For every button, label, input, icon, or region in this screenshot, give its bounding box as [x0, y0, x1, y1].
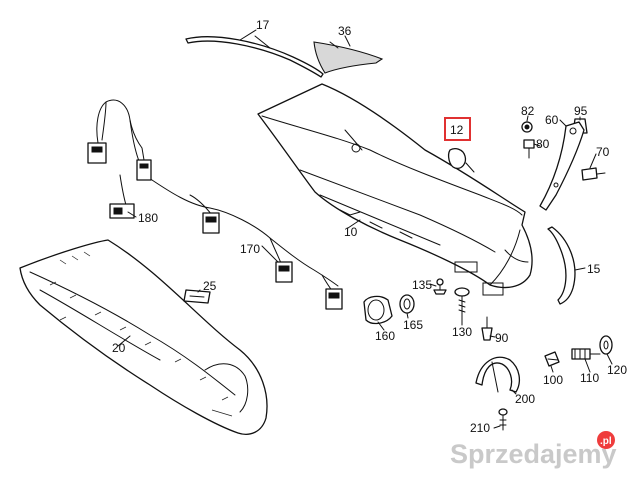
label-200: 200	[515, 392, 535, 406]
label-90: 90	[495, 331, 509, 345]
part-80-bolt	[523, 139, 535, 159]
part-130-screw	[454, 287, 470, 319]
label-15: 15	[587, 262, 601, 276]
part-160-sensor	[363, 295, 393, 325]
label-170: 170	[240, 242, 260, 256]
label-12: 12	[450, 123, 464, 137]
label-100: 100	[543, 373, 563, 387]
part-36-spoiler	[313, 41, 384, 74]
label-95: 95	[574, 104, 588, 118]
connector-e	[325, 288, 343, 310]
watermark-brand: Sprzedajemy	[450, 439, 617, 469]
label-135: 135	[412, 278, 432, 292]
label-82: 82	[521, 104, 535, 118]
label-180: 180	[138, 211, 158, 225]
connector-a	[87, 142, 107, 164]
watermark-badge	[597, 431, 615, 449]
watermark-tld: .pl	[600, 436, 612, 447]
watermark: Sprzedajemy .pl	[450, 431, 617, 469]
part-100-clip	[544, 351, 560, 367]
part-180-connector	[109, 203, 135, 219]
highlight-box-12	[444, 117, 471, 141]
part-10-bumper-cover	[257, 83, 533, 296]
part-17-trim-strip	[185, 35, 324, 78]
part-20-diffuser	[19, 239, 268, 435]
label-120: 120	[607, 363, 627, 377]
part-165-ring	[399, 294, 415, 314]
label-160: 160	[375, 329, 395, 343]
part-135-clip	[433, 278, 447, 295]
leader-lines	[117, 29, 613, 429]
label-17: 17	[256, 18, 270, 32]
part-90-rivet	[481, 316, 493, 341]
label-60: 60	[545, 113, 559, 127]
part-12-cap	[448, 148, 475, 173]
part-60-bracket	[539, 121, 585, 211]
part-15-moulding	[547, 226, 576, 305]
label-20: 20	[112, 341, 126, 355]
label-210: 210	[470, 421, 490, 435]
connector-c	[202, 212, 220, 234]
part-25-clip	[183, 289, 211, 304]
label-130: 130	[452, 325, 472, 339]
label-36: 36	[338, 24, 352, 38]
part-210-pin	[498, 408, 508, 431]
label-80: 80	[536, 137, 550, 151]
part-70-screw	[581, 167, 606, 181]
connector-d	[275, 261, 293, 283]
part-120-washer	[599, 335, 613, 355]
part-110-bolt	[571, 348, 601, 360]
label-70: 70	[596, 145, 610, 159]
connector-b	[136, 159, 152, 181]
part-82-nut	[521, 121, 533, 133]
part-200-bracket	[475, 356, 521, 393]
label-25: 25	[203, 279, 217, 293]
label-165: 165	[403, 318, 423, 332]
label-10: 10	[344, 225, 358, 239]
label-110: 110	[580, 371, 599, 385]
